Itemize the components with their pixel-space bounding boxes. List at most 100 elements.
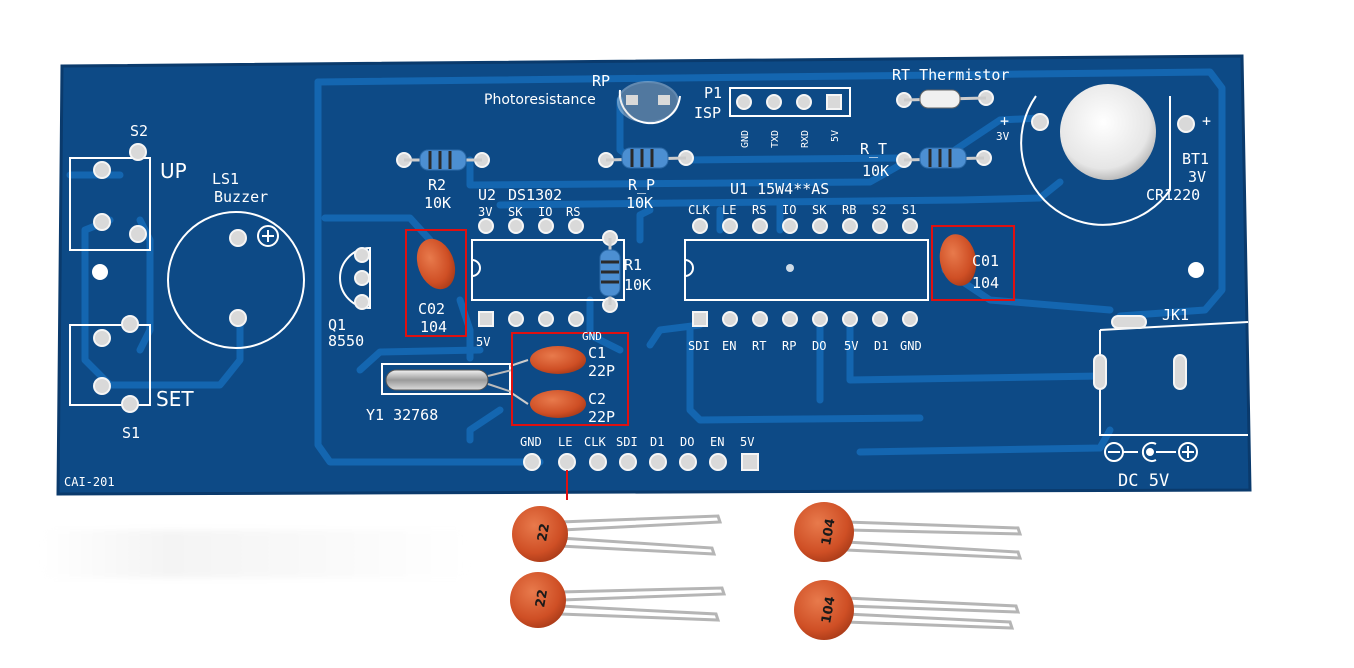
u1-pin-le: LE xyxy=(722,203,736,217)
label-isp: ISP xyxy=(694,104,721,122)
blurred-region xyxy=(40,530,470,578)
label-p1: P1 xyxy=(704,84,722,102)
board-id: CAI-201 xyxy=(64,475,115,489)
dc-polarity-icon xyxy=(1104,442,1198,462)
label-set: SET xyxy=(156,387,194,411)
isp-pin-txd: TXD xyxy=(770,130,781,148)
label-bt-plus: + xyxy=(1202,112,1211,130)
pads xyxy=(93,90,1195,471)
label-jk1: JK1 xyxy=(1162,306,1189,324)
label-u1: U1 15W4**AS xyxy=(730,180,829,198)
u2-pin-rs: RS xyxy=(566,205,580,219)
label-dc5v: DC 5V xyxy=(1118,471,1169,491)
u1-pin-s2: S2 xyxy=(872,203,886,217)
label-bt1-val: 3V xyxy=(1188,168,1206,186)
buzzer-plus-icon xyxy=(257,225,279,247)
hdr-pin-d1: D1 xyxy=(650,435,664,449)
isp-pin-5v: 5V xyxy=(830,130,841,142)
coin-battery xyxy=(1060,84,1156,180)
mounted-capacitors xyxy=(416,234,977,418)
label-s1: S1 xyxy=(122,424,140,442)
u1-pin-rs: RS xyxy=(752,203,766,217)
hdr-pin-clk: CLK xyxy=(584,435,606,449)
u1-pin-do: DO xyxy=(812,339,826,353)
loose-cap-104-top: 104 xyxy=(794,502,1023,562)
label-r-t-val: 10K xyxy=(862,162,889,180)
u1-pin-en: EN xyxy=(722,339,736,353)
label-rt-thermistor: RT Thermistor xyxy=(892,66,1009,84)
u1-pin-rp: RP xyxy=(782,339,796,353)
loose-cap-label: 22 xyxy=(535,522,553,542)
label-c01-val: 104 xyxy=(972,274,999,292)
u2-pin-sk: SK xyxy=(508,205,523,219)
thermistor xyxy=(903,89,987,109)
label-plus-3v: + xyxy=(1000,112,1009,130)
highlight-c02 xyxy=(405,229,467,337)
label-y1: Y1 32768 xyxy=(366,406,438,424)
label-rp: RP xyxy=(592,72,610,90)
mount-hole-right xyxy=(1188,262,1204,278)
u1-pin-s1: S1 xyxy=(902,203,916,217)
loose-cap-label: 104 xyxy=(819,517,838,546)
label-r2: R2 xyxy=(428,176,446,194)
label-r-t: R_T xyxy=(860,140,887,158)
u2-pin-io: IO xyxy=(538,205,552,219)
photoresistor xyxy=(617,81,679,123)
label-r-p: R_P xyxy=(628,176,655,194)
highlight-c01 xyxy=(931,225,1015,301)
label-q1-val: 8550 xyxy=(328,332,364,350)
label-u2-5v: 5V xyxy=(476,335,490,349)
isp-pin-gnd: GND xyxy=(740,130,751,148)
label-c02: C02 xyxy=(418,300,445,318)
hdr-pin-do: DO xyxy=(680,435,694,449)
label-buzzer: Buzzer xyxy=(214,188,268,206)
u1-pin-io: IO xyxy=(782,203,796,217)
u1-pin-d1: D1 xyxy=(874,339,888,353)
label-r1: R1 xyxy=(624,256,642,274)
hdr-pin-5v: 5V xyxy=(740,435,754,449)
u1-pin-gnd: GND xyxy=(900,339,922,353)
u2-pin-3v: 3V xyxy=(478,205,492,219)
u1-pin-rt: RT xyxy=(752,339,766,353)
label-up: UP xyxy=(160,159,187,183)
label-r1-val: 10K xyxy=(624,276,651,294)
label-c01: C01 xyxy=(972,252,999,270)
label-ls1: LS1 xyxy=(212,170,239,188)
u1-pin-clk: CLK xyxy=(688,203,710,217)
loose-cap-label: 22 xyxy=(533,588,551,608)
hdr-pin-en: EN xyxy=(710,435,724,449)
loose-cap-22-bottom: 22 xyxy=(510,572,727,628)
loose-cap-22-top: 22 xyxy=(512,506,723,562)
label-c2: C2 xyxy=(588,390,606,408)
loose-cap-label: 104 xyxy=(819,595,838,624)
label-c1-val: 22P xyxy=(588,362,615,380)
u1-pin-5v: 5V xyxy=(844,339,858,353)
mount-hole-left xyxy=(92,264,108,280)
crystal-y1 xyxy=(385,369,513,393)
label-c1: C1 xyxy=(588,344,606,362)
highlight-c1-c2 xyxy=(511,332,629,426)
label-ds1302: DS1302 xyxy=(508,186,562,204)
u1-pin-sk: SK xyxy=(812,203,827,217)
highlight-boxes xyxy=(405,225,1015,500)
isp-pin-rxd: RXD xyxy=(800,130,811,148)
hdr-pin-gnd: GND xyxy=(520,435,542,449)
hdr-pin-le: LE xyxy=(558,435,572,449)
silkscreen-outlines xyxy=(69,87,1249,436)
label-bt-3v: 3V xyxy=(996,130,1010,143)
loose-capacitors: 22 22 104 104 xyxy=(510,502,1023,640)
u1-pin-sdi: SDI xyxy=(688,339,710,353)
label-q1: Q1 xyxy=(328,316,346,334)
label-u2-gnd: GND xyxy=(582,330,602,343)
loose-cap-104-bottom: 104 xyxy=(794,580,1021,640)
label-bt1: BT1 xyxy=(1182,150,1209,168)
label-r2-val: 10K xyxy=(424,194,451,212)
hdr-pin-sdi: SDI xyxy=(616,435,638,449)
label-c02-val: 104 xyxy=(420,318,447,336)
label-c2-val: 22P xyxy=(588,408,615,426)
u1-pin-rb: RB xyxy=(842,203,856,217)
label-cr1220: CR1220 xyxy=(1146,186,1200,204)
label-photoresistance: Photoresistance xyxy=(484,92,596,108)
label-r-p-val: 10K xyxy=(626,194,653,212)
